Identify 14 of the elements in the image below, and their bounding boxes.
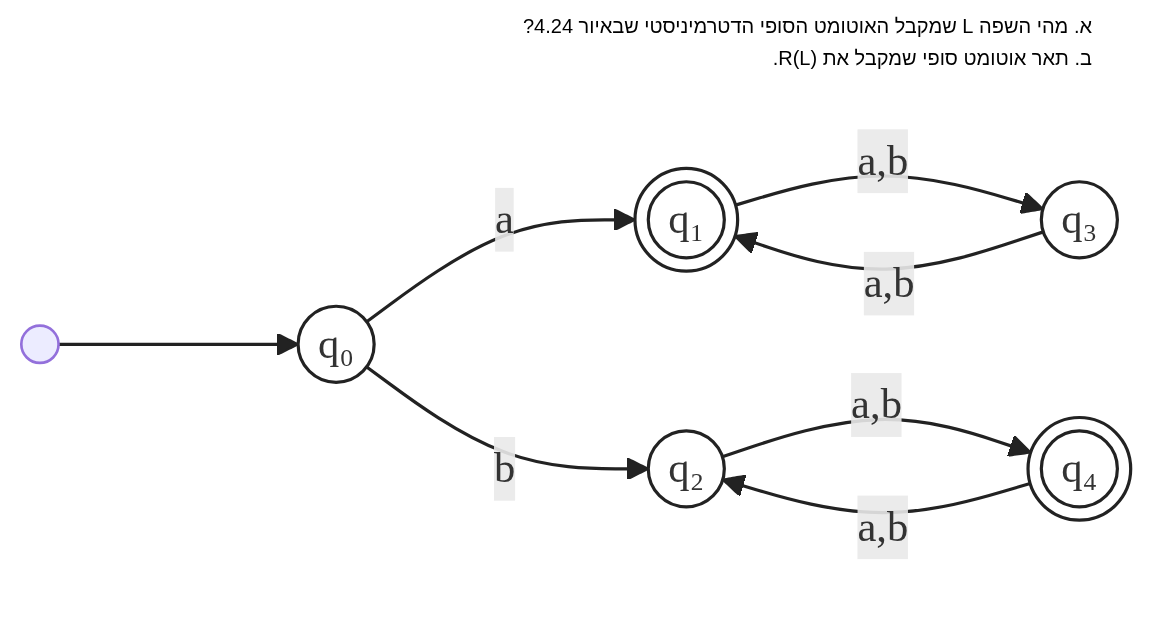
edge-label: b bbox=[493, 444, 516, 490]
edge-label: a bbox=[495, 195, 515, 241]
edge-label: a,b bbox=[857, 136, 909, 183]
edge-label: a,b bbox=[863, 259, 915, 305]
edge-label: a,b bbox=[851, 380, 902, 426]
node-circle bbox=[19, 324, 60, 364]
node-circle: q₁ bbox=[633, 166, 740, 273]
node-circle: q₄ bbox=[1026, 415, 1133, 522]
question-text: א. מהי השפה L שמקבל האוטומט הסופי הדטרמיניסטי שבאיור 4.24? bbox=[522, 14, 1092, 39]
node-circle: q₀ bbox=[296, 304, 376, 384]
question-text: ב. תאר אוטומט סופי שמקבל את R(L). bbox=[771, 46, 1092, 71]
node-circle: q₂ bbox=[646, 428, 726, 509]
node-circle: q₃ bbox=[1039, 179, 1119, 260]
edge-label: a,b bbox=[857, 503, 909, 549]
